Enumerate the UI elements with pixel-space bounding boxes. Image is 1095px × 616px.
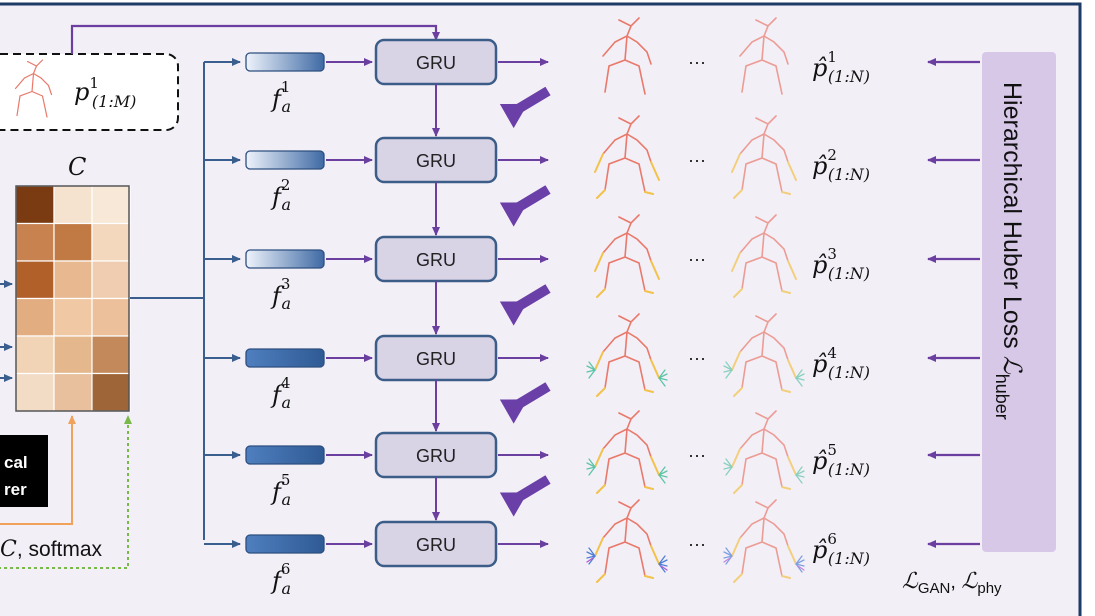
gru-label: GRU [416,53,456,73]
output-pose-label: p̂3(1:N) [812,245,870,283]
black-box-line-1: cal [4,453,28,472]
heatmap-cell [53,297,93,337]
heatmap-cell [91,335,131,375]
loss-panel-label: Hierarchical Huber Loss ℒhuber [992,82,1027,420]
heatmap-cell [91,260,131,300]
heatmap-cell [53,222,93,262]
feature-vector-bar [245,445,325,465]
feature-vector-bar [245,150,325,170]
feedback-arrow-head [499,492,528,517]
gru-label: GRU [416,535,456,555]
heatmap-cell [15,335,55,375]
gru-label: GRU [416,349,456,369]
feature-vector-bar [245,534,325,554]
feedback-arrow-head [499,103,528,129]
heatmap-border [15,185,130,412]
context-heatmap [15,185,131,412]
heatmap-cell [53,335,93,375]
heatmap-cell [15,185,55,225]
feature-vector-bar [245,249,325,269]
gan-phy-loss-label: ℒGAN, ℒphy [902,569,1002,597]
heatmap-cell [91,372,131,412]
output-pose-label: p̂2(1:N) [812,146,870,184]
hierarchical-transformer-box [0,435,48,507]
heatmap-cell [91,222,131,262]
heatmap-cell [91,185,131,225]
gru-cell [374,520,498,568]
heatmap-cell [53,185,93,225]
heatmap-cell [91,297,131,337]
hierarchical-huber-loss-panel [982,52,1056,552]
gru-label: GRU [416,250,456,270]
green-feedback-arrow [0,415,132,569]
heatmap-cell [15,260,55,300]
ellipsis: ··· [688,150,706,170]
ellipsis: ··· [688,52,706,72]
output-pose-label: p̂5(1:N) [812,441,870,479]
input-pose-box [0,53,179,131]
input-pose-label: p1(1:M) [74,74,136,111]
ellipsis: ··· [688,249,706,269]
output-pose-label: p̂6(1:N) [812,530,870,568]
feedback-arrow-head [499,202,528,227]
softmax-label: C, softmax [0,537,103,562]
orange-feedback-arrow [0,415,76,525]
heatmap-cell [53,260,93,300]
context-label: C [68,153,86,181]
feedback-arrow-head [499,399,528,424]
output-pose-label: p̂4(1:N) [812,344,870,382]
heatmap-cell [15,372,55,412]
ellipsis: ··· [688,348,706,368]
feedback-arrow-head [499,301,528,326]
heatmap-cell [15,222,55,262]
input-to-gru-arrow [70,24,440,54]
heatmap-cell [15,297,55,337]
gru-label: GRU [416,446,456,466]
feature-vector-bar [245,348,325,368]
output-pose-label: p̂1(1:N) [812,48,870,86]
gru-label: GRU [416,151,456,171]
black-box-line-2: rer [4,480,27,499]
feature-vector-bar [245,52,325,72]
ellipsis: ··· [688,534,706,554]
heatmap-cell [53,372,93,412]
ellipsis: ··· [688,445,706,465]
